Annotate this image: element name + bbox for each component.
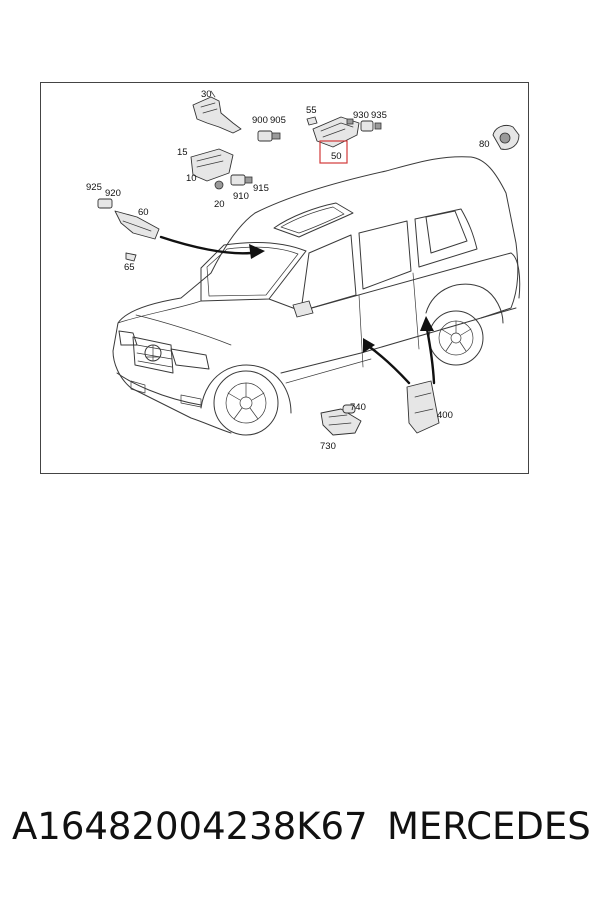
callout-925: 925 (86, 182, 102, 193)
callout-730: 730 (320, 441, 336, 452)
callout-30: 30 (201, 89, 212, 100)
callout-740: 740 (350, 402, 366, 413)
part-10-console (190, 148, 234, 190)
callout-20: 20 (214, 199, 225, 210)
part-80-sensor (492, 124, 520, 150)
arrow-door-to-module (363, 338, 411, 385)
brand-name: MERCEDES (387, 805, 591, 848)
callout-55: 55 (306, 105, 317, 116)
callout-10: 10 (186, 173, 197, 184)
part-930-bulb (360, 120, 382, 132)
parts-diagram: 30 900 905 15 10 20 910 915 55 50 930 93… (40, 82, 529, 474)
part-910-bulb (230, 174, 253, 186)
exploded-view-svg: 30 900 905 15 10 20 910 915 55 50 930 93… (86, 89, 521, 452)
callout-915: 915 (253, 183, 269, 194)
arrow-left-to-windshield (159, 235, 265, 259)
callout-50: 50 (331, 151, 342, 162)
callout-910: 910 (233, 191, 249, 202)
highlight-box-50 (319, 140, 348, 164)
part-55-clip (306, 116, 318, 126)
callout-905: 905 (270, 115, 286, 126)
callout-930: 930 (353, 110, 369, 121)
callout-65: 65 (124, 262, 135, 273)
part-50-lamp-housing (312, 116, 360, 148)
callout-15: 15 (177, 147, 188, 158)
callout-935: 935 (371, 110, 387, 121)
callout-900: 900 (252, 115, 268, 126)
part-400-module (406, 380, 440, 434)
arrow-module-to-rear-door (420, 316, 436, 385)
part-60-lamp (97, 198, 160, 262)
part-number: A16482004238K67 (12, 805, 368, 848)
callout-400: 400 (437, 410, 453, 421)
callout-920: 920 (105, 188, 121, 199)
part-900-bulb (257, 130, 281, 142)
part-730-lamp (320, 404, 362, 436)
callout-60: 60 (138, 207, 149, 218)
callout-80: 80 (479, 139, 490, 150)
vehicle-illustration (112, 156, 521, 436)
part-30-bracket (192, 90, 242, 134)
